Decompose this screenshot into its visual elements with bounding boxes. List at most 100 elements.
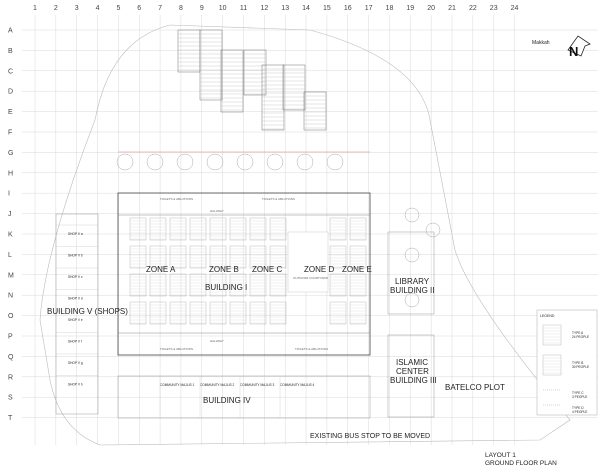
grid-row-label: B: [8, 48, 13, 55]
legend-item: TYPE D4 PEOPLE: [543, 404, 587, 414]
grid-column-label: 11: [240, 5, 247, 12]
grid-row-label: F: [8, 130, 12, 137]
grid-column-label: 23: [490, 5, 498, 12]
outdoor-courtyard: [287, 231, 329, 293]
legend-type: TYPE A: [572, 331, 584, 335]
grid-column-label: 1: [33, 5, 37, 12]
seating-block: [229, 273, 247, 297]
north-arrow-icon: N: [567, 35, 591, 59]
grid-column-label: 24: [511, 5, 519, 12]
legend-item: TYPE C3 PEOPLE: [543, 389, 587, 399]
building-ii-label-1: LIBRARY: [395, 277, 430, 286]
grid-column-label: 7: [158, 5, 162, 12]
seating-block: [269, 301, 287, 325]
building-iv: [117, 375, 371, 419]
makkah-label: Makkah: [532, 40, 550, 46]
seating-block: [269, 245, 287, 269]
grid-column-label: 8: [179, 5, 183, 12]
shop-label: SHOP V e: [68, 318, 83, 322]
building-i-label: BUILDING I: [205, 283, 247, 292]
tree-icon: [404, 292, 420, 308]
trees: [116, 151, 441, 308]
tree-icon: [425, 222, 441, 238]
seating-block: [229, 245, 247, 269]
bus-stop-note: EXISTING BUS STOP TO BE MOVED: [310, 433, 430, 440]
zone-e-label: ZONE E: [342, 265, 372, 274]
shop-label: SHOP V d: [68, 297, 83, 301]
grid-column-label: 18: [386, 5, 394, 12]
grid-row-label: L: [8, 252, 12, 259]
grid-row-label: J: [8, 211, 12, 218]
legend-title: LEGEND: [540, 314, 555, 318]
seating-block: [249, 301, 267, 325]
seating-block: [169, 217, 187, 241]
grid-row-label: T: [8, 415, 13, 422]
building-ii: [387, 231, 435, 315]
shop-label: SHOP V b: [68, 254, 83, 258]
building-iii-label-1: ISLAMIC: [396, 358, 428, 367]
toilets-label: TOILETS & ABLUTIONS: [160, 197, 193, 201]
tree-icon: [266, 153, 284, 171]
toilets-label: TOILETS & ABLUTIONS: [160, 347, 193, 351]
grid-column-label: 2: [54, 5, 58, 12]
seating-block: [149, 301, 167, 325]
majlis-label: COMMUNITY MAJLIS 2: [200, 383, 235, 387]
legend-type: TYPE B: [572, 361, 583, 365]
tower-block: [177, 29, 201, 73]
grid-column-label: 14: [302, 5, 310, 12]
zone-b-label: ZONE B: [209, 265, 239, 274]
tree-icon: [176, 153, 194, 171]
tree-icon: [404, 207, 420, 223]
grid-column-label: 16: [344, 5, 352, 12]
seating-block: [189, 273, 207, 297]
tower-block: [303, 91, 327, 131]
seating-block: [349, 217, 367, 241]
seating-block: [129, 245, 147, 269]
shop-label: SHOP V g: [68, 361, 83, 365]
tree-icon: [206, 153, 224, 171]
building-ii-label-2: BUILDING II: [390, 286, 434, 295]
grid-row-label: M: [8, 272, 14, 279]
seating-block: [249, 245, 267, 269]
tree-icon: [326, 153, 344, 171]
seating-block: [169, 245, 187, 269]
grid-column-label: 9: [200, 5, 204, 12]
seating-block: [129, 273, 147, 297]
grid-row-label: Q: [8, 354, 14, 361]
grid-row-label: H: [8, 170, 13, 177]
hallway-top-label: HALLWAY: [210, 209, 224, 213]
tree-icon: [236, 153, 254, 171]
grid-column-label: 21: [448, 5, 456, 12]
seating-block: [209, 301, 227, 325]
shop-label: SHOP V h: [68, 383, 83, 387]
grid-column-label: 13: [281, 5, 289, 12]
seating-block: [209, 245, 227, 269]
residential-towers: [177, 29, 327, 131]
grid-column-label: 12: [260, 5, 268, 12]
seating-block: [189, 217, 207, 241]
zone-a-label: ZONE A: [146, 265, 176, 274]
zone-d-label: ZONE D: [304, 265, 334, 274]
seating-block: [269, 217, 287, 241]
outdoor-courtyard-label: OUTDOOR COURTYARD: [293, 276, 329, 280]
grid-column-label: 15: [323, 5, 331, 12]
floor-plan-label: GROUND FLOOR PLAN: [485, 460, 557, 467]
toilets-label: TOILETS & ABLUTIONS: [262, 197, 295, 201]
tree-icon: [116, 153, 134, 171]
seating-block: [169, 301, 187, 325]
building-iii-label-2: CENTER: [396, 367, 429, 376]
grid-row-label: K: [8, 232, 13, 239]
grid-row-label: E: [8, 109, 13, 116]
tower-block: [199, 29, 223, 101]
seating-block: [149, 245, 167, 269]
tree-icon: [146, 153, 164, 171]
grid-column-label: 20: [427, 5, 435, 12]
legend-capacity: 3 PEOPLE: [572, 395, 587, 399]
grid-column-label: 22: [469, 5, 477, 12]
grid-row-label: R: [8, 374, 13, 381]
seating-block: [349, 245, 367, 269]
legend-capacity: 24 PEOPLE: [572, 335, 589, 339]
building-v: [55, 213, 99, 415]
